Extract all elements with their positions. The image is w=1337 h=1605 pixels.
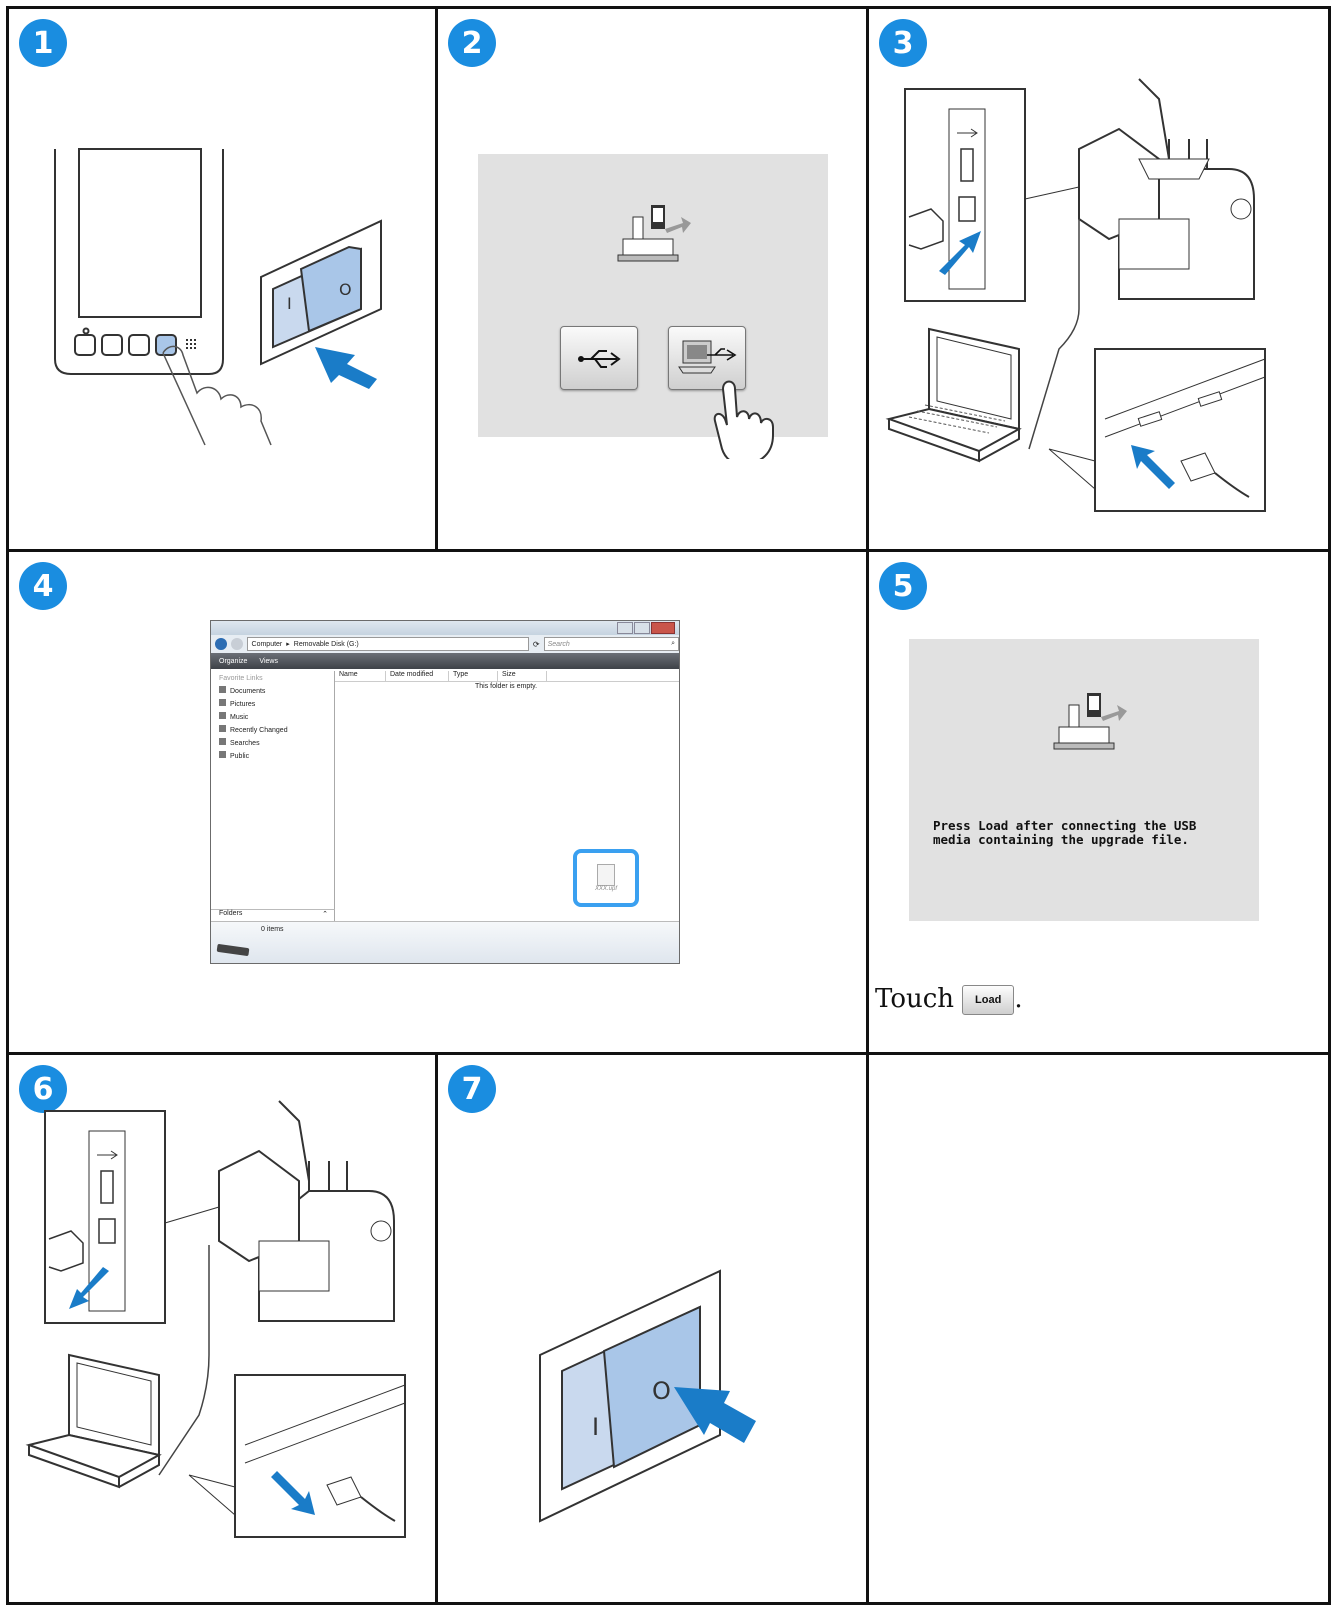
nav-item-documents[interactable]: Documents (219, 686, 334, 699)
step-6-panel: 6 (6, 1052, 438, 1605)
removable-disk-icon (217, 944, 250, 956)
switch-off-mark: O (339, 280, 352, 299)
step-4-panel: 4 Computer ▸ Removable Disk (G:) ⟳ Searc… (6, 549, 869, 1055)
window-title-bar (211, 621, 679, 635)
close-button[interactable] (651, 622, 675, 634)
usb-cable-connection-illustration (869, 9, 1328, 549)
message-line-1: Press Load after connecting the USB (933, 819, 1196, 833)
step-1-panel: 1 I O (6, 6, 438, 552)
step-7-panel: 7 I O (435, 1052, 869, 1605)
power-switch-illustration: I O (9, 9, 435, 549)
forward-button[interactable] (231, 638, 243, 650)
pointing-hand-icon (703, 369, 803, 459)
maximize-button[interactable] (634, 622, 650, 634)
empty-panel (866, 1052, 1331, 1605)
nav-item-public[interactable]: Public (219, 751, 334, 764)
usb-cable-disconnection-illustration (9, 1055, 435, 1605)
window-controls (617, 622, 675, 634)
favorite-links-heading: Favorite Links (219, 675, 334, 682)
address-bar[interactable]: Computer ▸ Removable Disk (G:) (247, 637, 529, 651)
folder-icon (219, 751, 226, 758)
embroidery-machine-icon (1049, 687, 1129, 757)
nav-item-recently-changed[interactable]: Recently Changed (219, 725, 334, 738)
details-pane: 0 items (211, 921, 679, 963)
switch-on-mark: I (287, 294, 292, 313)
folder-icon (219, 712, 226, 719)
load-button[interactable]: Load (962, 985, 1014, 1015)
instruction-prefix: Touch (875, 984, 954, 1014)
chevron-up-icon: ⌃ (322, 910, 334, 921)
search-input[interactable]: Search ⌕ (544, 637, 679, 651)
upgrade-file-label: XXX.upf (595, 886, 617, 892)
column-type[interactable]: Type (449, 671, 498, 681)
search-placeholder: Search (548, 641, 570, 648)
arrow-icon (315, 347, 377, 389)
power-button (156, 335, 176, 355)
switch-on-mark: I (592, 1413, 599, 1441)
nav-item-searches[interactable]: Searches (219, 738, 334, 751)
back-button[interactable] (215, 638, 227, 650)
refresh-icon[interactable]: ⟳ (533, 640, 540, 649)
screen-message: Press Load after connecting the USB medi… (933, 819, 1196, 847)
file-drop-highlight: XXX.upf (573, 849, 639, 907)
minimize-button[interactable] (617, 622, 633, 634)
folder-icon (219, 738, 226, 745)
organize-button[interactable]: Organize (219, 658, 247, 665)
usb-icon (561, 327, 637, 389)
step-number-badge: 2 (448, 19, 496, 67)
nav-item-music[interactable]: Music (219, 712, 334, 725)
search-icon: ⌕ (671, 640, 675, 648)
navigation-pane: Favorite Links Documents Pictures Music … (211, 671, 335, 909)
folder-icon (219, 699, 226, 706)
folder-icon (219, 725, 226, 732)
views-button[interactable]: Views (259, 658, 278, 665)
machine-screen (478, 154, 828, 437)
machine-screen: Press Load after connecting the USB medi… (909, 639, 1259, 921)
message-line-2: media containing the upgrade file. (933, 833, 1196, 847)
switch-off-mark: O (652, 1377, 671, 1405)
step-3-panel: 3 (866, 6, 1331, 552)
nav-item-pictures[interactable]: Pictures (219, 699, 334, 712)
chevron-right-icon: ▸ (286, 640, 290, 648)
embroidery-machine-icon (613, 199, 693, 269)
instruction-suffix: . (1014, 984, 1022, 1014)
explorer-toolbar: Organize Views (211, 653, 679, 669)
address-removable-disk[interactable]: Removable Disk (G:) (294, 641, 359, 648)
address-computer[interactable]: Computer (252, 641, 283, 648)
address-bar-row: Computer ▸ Removable Disk (G:) ⟳ Search … (211, 635, 679, 653)
file-list-header: Name Date modified Type Size (335, 671, 679, 682)
item-count: 0 items (261, 926, 284, 933)
step-5-instruction: Touch Load. (875, 984, 1023, 1015)
step-5-panel: 5 Press Load after connecting the USB me… (866, 549, 1331, 1055)
folders-bar[interactable]: Folders ⌃ (211, 909, 335, 921)
empty-folder-message: This folder is empty. (475, 683, 537, 690)
step-number-badge: 4 (19, 562, 67, 610)
step-2-panel: 2 (435, 6, 869, 552)
power-switch-illustration: I O (438, 1055, 866, 1605)
column-size[interactable]: Size (498, 671, 547, 681)
usb-media-button[interactable] (560, 326, 638, 390)
explorer-window: Computer ▸ Removable Disk (G:) ⟳ Search … (210, 620, 680, 964)
column-name[interactable]: Name (335, 671, 386, 681)
column-date-modified[interactable]: Date modified (386, 671, 449, 681)
step-number-badge: 5 (879, 562, 927, 610)
folder-icon (219, 686, 226, 693)
folders-label: Folders (219, 910, 242, 921)
file-icon[interactable] (597, 864, 615, 886)
